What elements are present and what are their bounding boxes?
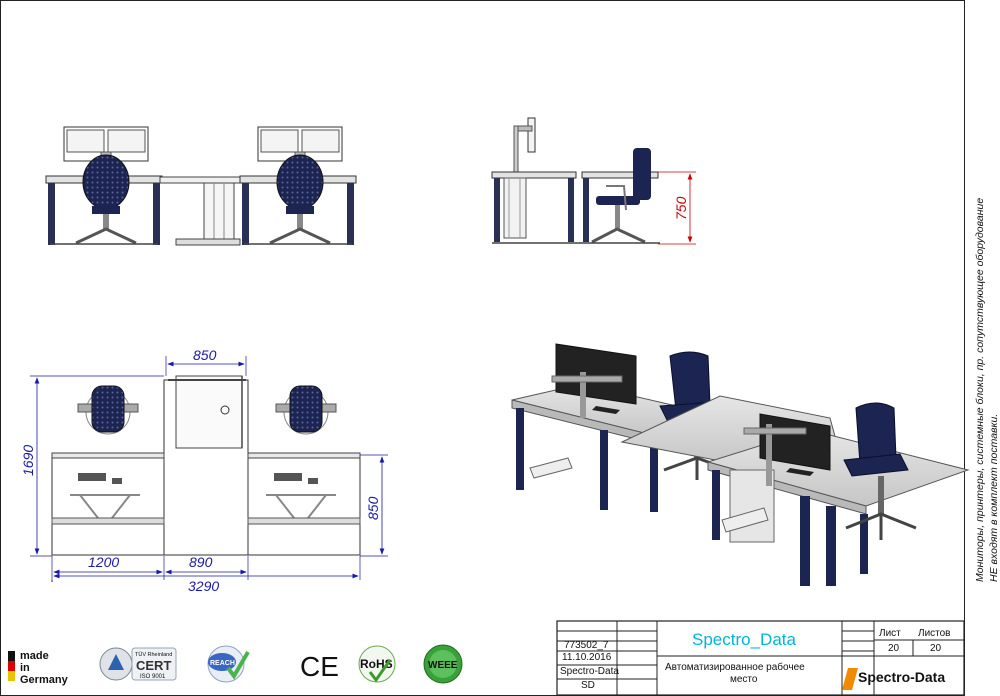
tb-sheets-label: Листов (918, 628, 951, 639)
supply-note: Мониторы, принтеры, системные блоки, пр.… (974, 198, 1000, 582)
sheet-border (0, 0, 965, 696)
plan-chair-left (77, 385, 139, 435)
svg-text:Spectro-Data: Spectro-Data (858, 669, 945, 685)
tb-project-title: Spectro_Data (692, 630, 796, 649)
front-workstation-left (45, 126, 163, 245)
svg-text:made: made (20, 650, 49, 662)
tb-date-cell: 11.10.2016 (562, 652, 612, 663)
side-view: 750 (491, 117, 696, 245)
isometric-view (511, 343, 970, 586)
note-line-2: НЕ входят в комплект поставки. (988, 414, 1000, 582)
svg-text:CE: CE (300, 651, 339, 682)
rohs-logo: RoHS (358, 645, 396, 683)
tb-sheet-label: Лист (879, 628, 901, 639)
ce-mark: CE (300, 651, 339, 682)
tb-sheet-value: 20 (888, 643, 900, 654)
weee-logo: WEEE (423, 644, 463, 684)
svg-text:in: in (20, 662, 30, 674)
tb-initials-cell: SD (581, 680, 595, 691)
plan-chair-right (275, 385, 337, 435)
svg-text:WEEE: WEEE (428, 660, 458, 671)
front-view (45, 126, 357, 246)
tb-description-1: Автоматизированное рабочее (665, 661, 805, 673)
svg-text:Germany: Germany (20, 674, 69, 686)
certification-logos: made in Germany TÜV Rheinland CERT ISO 9… (8, 644, 463, 686)
plan-view: 850 1690 850 1200 890 3290 (20, 347, 388, 594)
dim-plan-right-depth: 850 (365, 496, 381, 520)
svg-text:CERT: CERT (136, 658, 171, 673)
made-in-germany-badge: made in Germany (8, 650, 69, 686)
dim-plan-width-left: 1200 (88, 554, 119, 570)
svg-text:TÜV Rheinland: TÜV Rheinland (135, 651, 172, 658)
title-block: 773502_7 11.10.2016 Spectro-Data Spectro… (556, 620, 965, 696)
tb-description-2: место (730, 674, 758, 685)
note-line-1: Мониторы, принтеры, системные блоки, пр.… (974, 198, 986, 582)
dim-front-height: 750 (673, 196, 689, 220)
tuv-cert-logo: TÜV Rheinland CERT ISO 9001 (99, 647, 177, 681)
reach-logo: REACH (207, 645, 250, 683)
front-workstation-right (239, 126, 357, 245)
tb-article-cell: 773502_7 (564, 640, 609, 651)
dim-plan-total-width: 3290 (188, 578, 219, 594)
spectro-data-logo: Spectro-Data (842, 668, 945, 690)
tb-sheets-value: 20 (930, 643, 942, 654)
dim-plan-width-mid: 890 (189, 554, 213, 570)
front-middle-desk (159, 176, 249, 246)
svg-text:REACH: REACH (210, 660, 235, 667)
dim-plan-left-depth: 1690 (20, 445, 36, 476)
dim-plan-top-width: 850 (193, 347, 217, 363)
svg-text:ISO 9001: ISO 9001 (140, 674, 166, 680)
iso-chair-right (843, 402, 917, 540)
tb-company-cell: Spectro-Data (560, 666, 619, 677)
